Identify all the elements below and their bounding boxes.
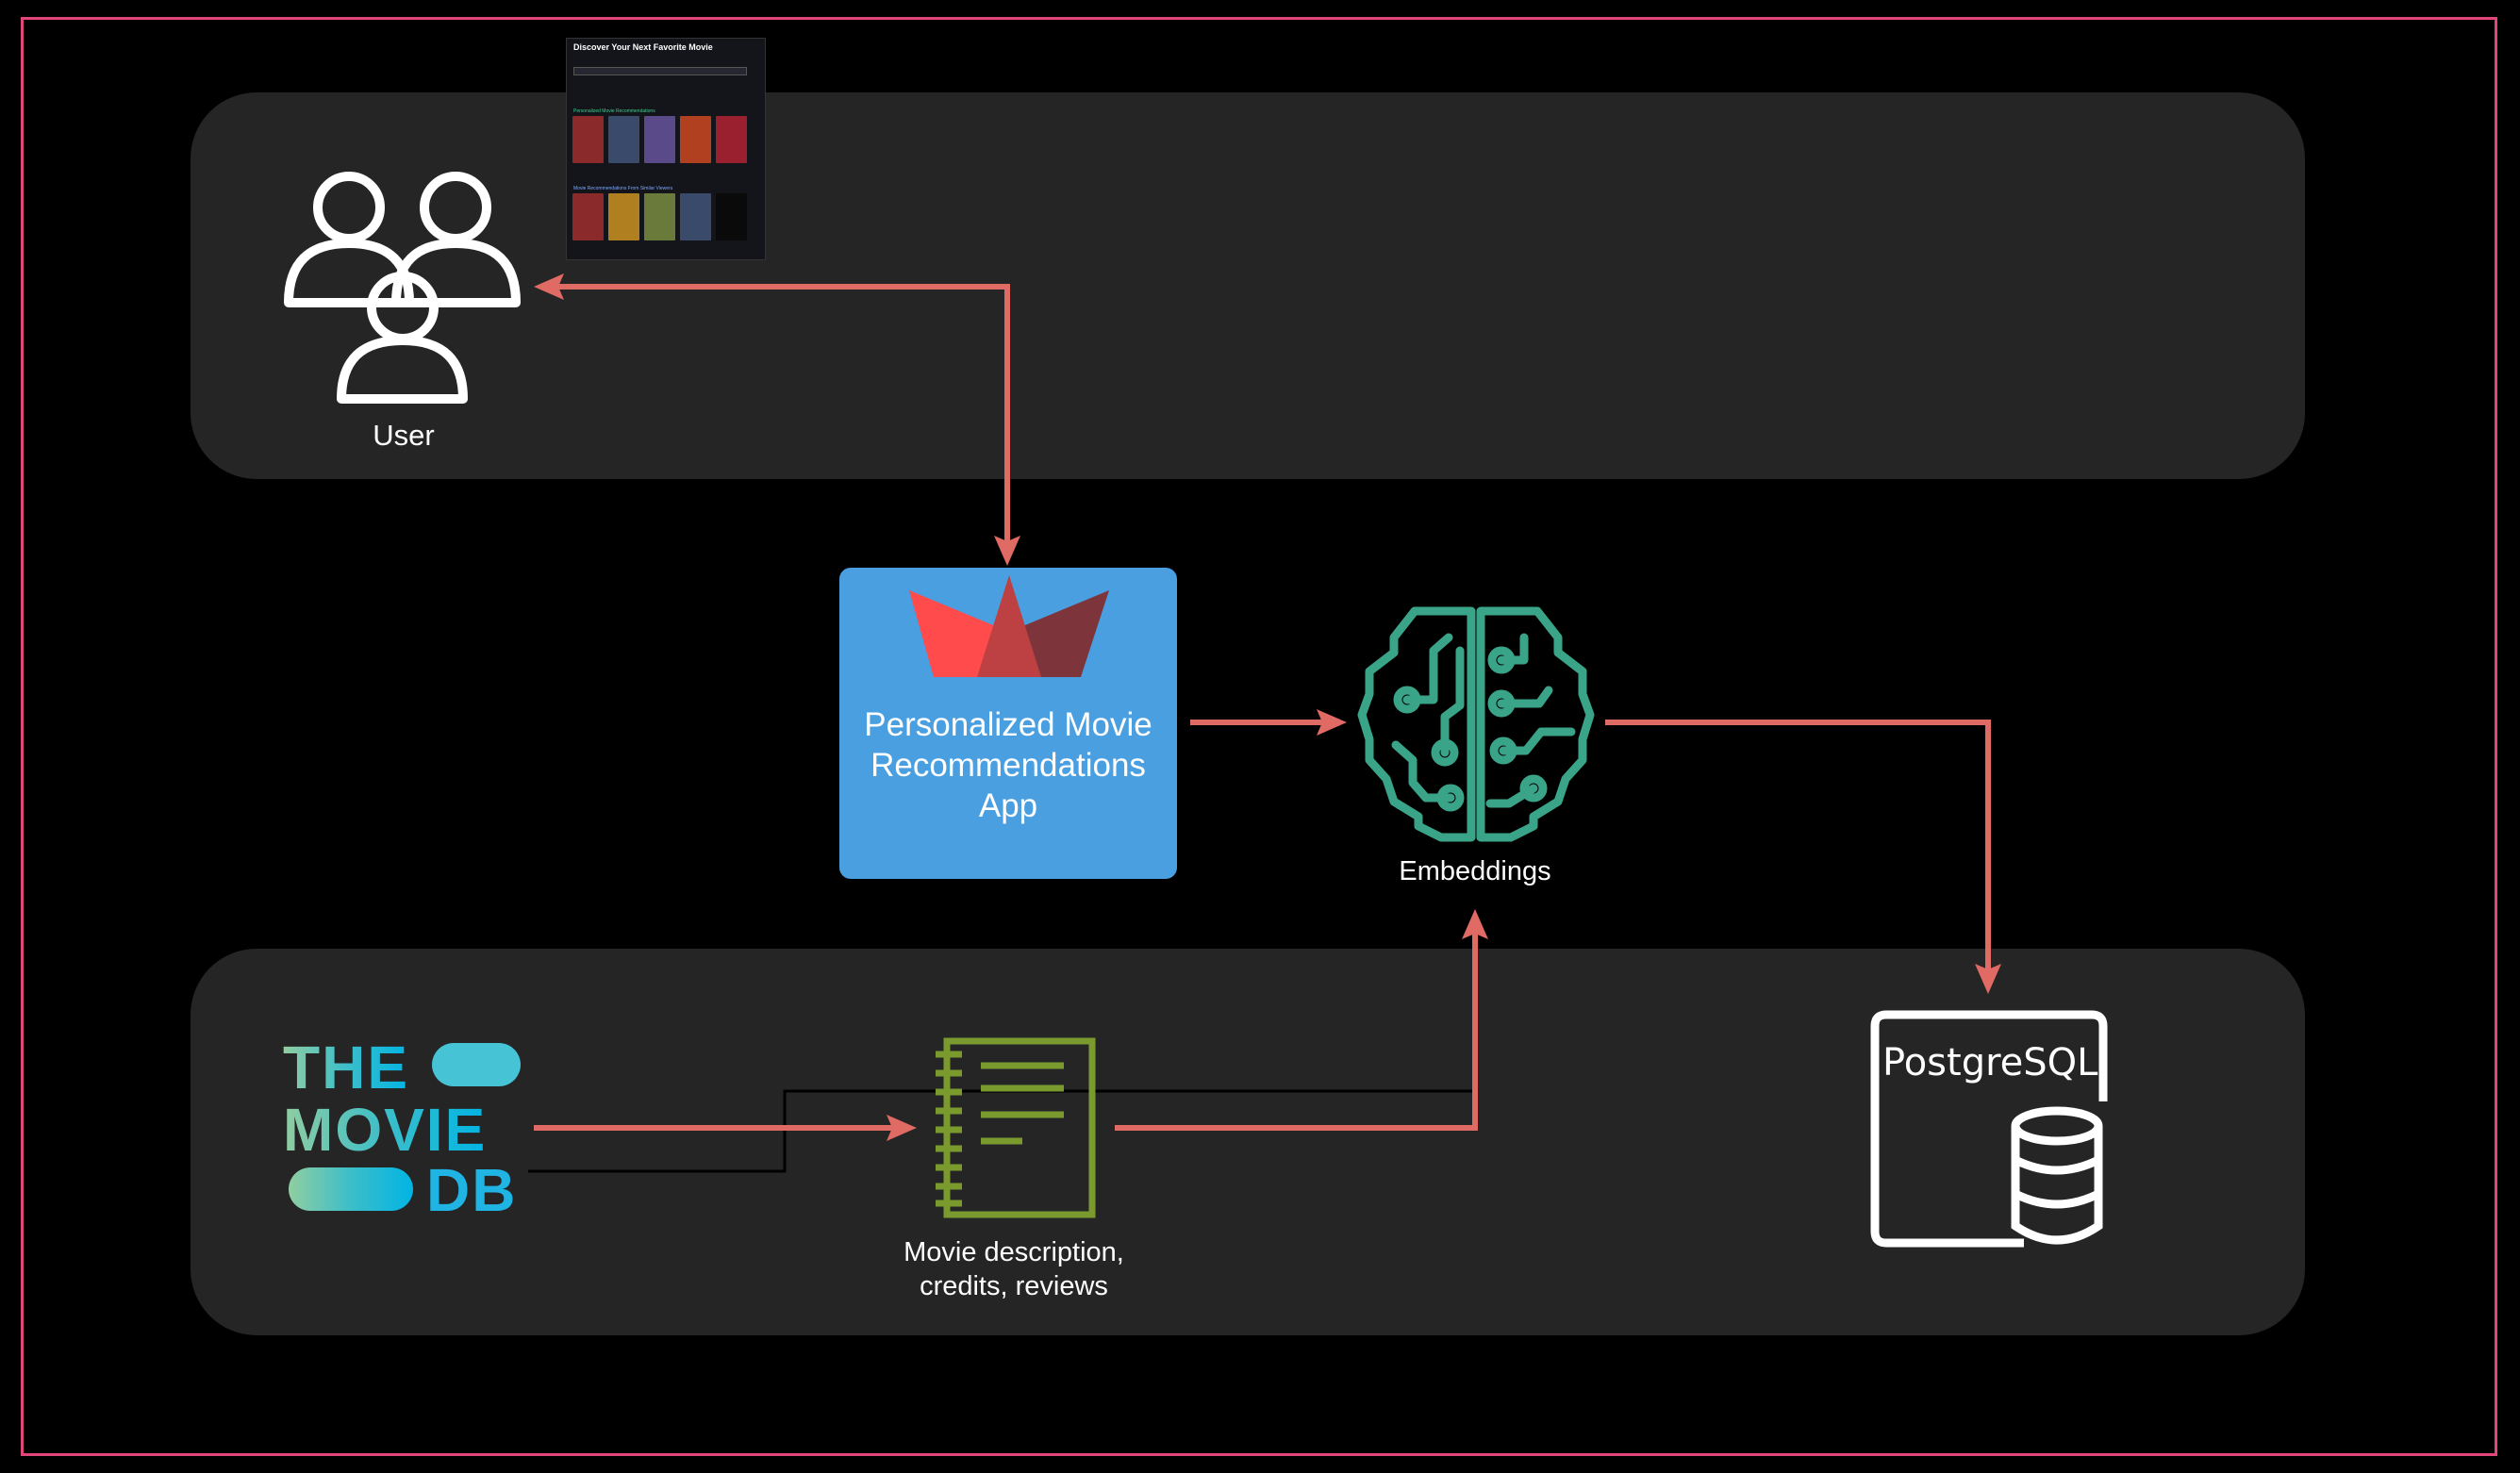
svg-text:DB: DB — [426, 1156, 517, 1224]
screenshot-title: Discover Your Next Favorite Movie — [573, 42, 713, 52]
svg-text:MOVIE: MOVIE — [283, 1096, 487, 1164]
user-label: User — [373, 419, 435, 452]
screenshot-section-2: Movie Recommendations From Similar Viewe… — [573, 186, 673, 191]
arrowhead-to-app — [994, 536, 1020, 566]
arrowhead-up-to-embeddings — [1462, 909, 1488, 939]
arrowhead-to-db — [1975, 964, 2001, 994]
poster — [680, 193, 711, 240]
arrow-doc-embeddings — [1115, 930, 1478, 1131]
screenshot-select — [573, 67, 747, 75]
postgresql-label: PostgreSQL — [1882, 1041, 2098, 1084]
screenshot-section-1: Personalized Movie Recommendations — [573, 108, 655, 114]
recommendation-app-node: Personalized Movie Recommendations App — [839, 568, 1177, 879]
arrowhead-to-embeddings — [1317, 709, 1347, 736]
outer-frame — [21, 17, 2497, 1456]
users-icon — [284, 172, 521, 404]
svg-text:THE: THE — [283, 1034, 409, 1101]
source-label: Movie description, credits, reviews — [904, 1237, 1124, 1301]
embeddings-label: Embeddings — [1399, 856, 1551, 886]
document-icon — [936, 1037, 1096, 1218]
arrowhead-to-doc — [887, 1115, 917, 1141]
app-title: Personalized Movie Recommendations App — [864, 706, 1152, 824]
arrow-user-app — [556, 284, 1010, 545]
poster-row-2 — [572, 193, 747, 240]
arrow-embeddings-db — [1605, 720, 1991, 971]
poster — [572, 193, 604, 240]
tmdb-logo: THE MOVIE DB — [283, 1034, 521, 1224]
poster — [644, 193, 675, 240]
postgresql-icon — [1870, 1010, 2108, 1248]
data-flow-line — [528, 1089, 1474, 1173]
brain-icon — [1357, 606, 1595, 842]
poster — [716, 193, 747, 240]
poster — [680, 116, 711, 163]
app-screenshot-thumbnail: Discover Your Next Favorite Movie Person… — [566, 38, 766, 260]
poster-row-1 — [572, 116, 747, 163]
poster — [644, 116, 675, 163]
poster — [608, 193, 639, 240]
poster — [716, 116, 747, 163]
poster — [608, 116, 639, 163]
arrowhead-to-user — [534, 273, 564, 300]
streamlit-logo-icon — [909, 575, 1109, 677]
poster — [572, 116, 604, 163]
